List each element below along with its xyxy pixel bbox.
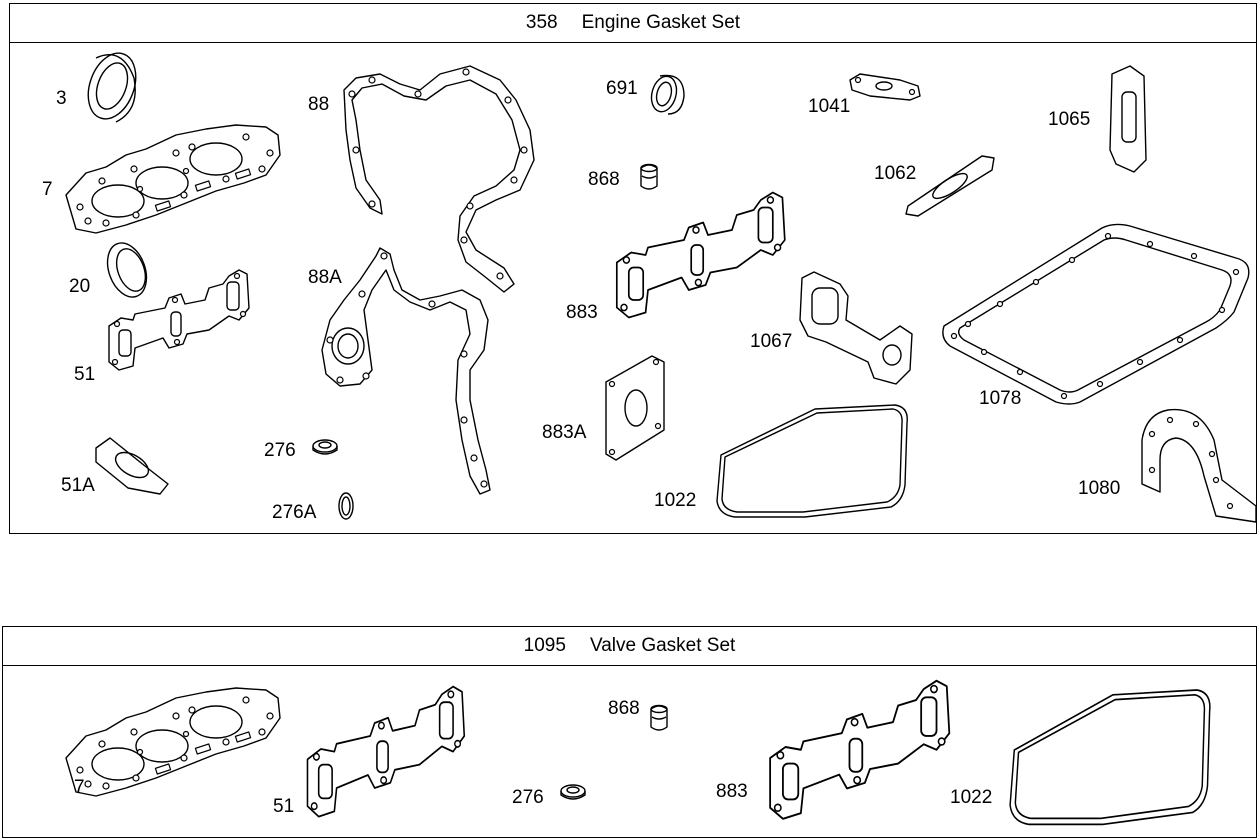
part-1080-retainer-gasket xyxy=(1141,408,1257,523)
callout-691: 691 xyxy=(606,78,638,99)
part-88a-front-plate-gasket xyxy=(321,247,491,495)
part-88-timing-gasket xyxy=(343,65,535,293)
callout-1022: 1022 xyxy=(950,787,993,808)
part-883-manifold-gasket xyxy=(769,679,951,820)
callout-1062: 1062 xyxy=(874,163,917,184)
kit-number: 1095 xyxy=(523,635,566,656)
part-868-stem-seal xyxy=(640,163,658,190)
valve-gasket-set-panel: 1095 Valve Gasket Set xyxy=(2,626,1257,838)
callout-276a: 276A xyxy=(272,502,317,523)
part-51a-port-gasket xyxy=(95,437,169,495)
valve-gasket-set-header: 1095 Valve Gasket Set xyxy=(3,627,1256,666)
callout-7: 7 xyxy=(42,179,53,200)
part-1078-oil-pan-gasket xyxy=(942,223,1250,405)
callout-1041: 1041 xyxy=(808,96,851,117)
part-1022-cover-gasket xyxy=(1009,689,1211,826)
engine-gasket-set-panel: 358 Engine Gasket Set xyxy=(9,3,1257,534)
callout-883: 883 xyxy=(716,781,748,802)
callout-276: 276 xyxy=(512,787,544,808)
callout-1078: 1078 xyxy=(979,388,1022,409)
callout-1080: 1080 xyxy=(1078,478,1121,499)
callout-51: 51 xyxy=(273,796,295,817)
part-276a-o-ring xyxy=(338,492,354,520)
callout-1067: 1067 xyxy=(750,331,793,352)
kit-title: Valve Gasket Set xyxy=(589,635,736,656)
kit-number: 358 xyxy=(525,12,558,33)
part-883-manifold-gasket xyxy=(615,191,786,319)
part-1062-oval-gasket xyxy=(905,155,995,217)
callout-7: 7 xyxy=(74,777,85,798)
callout-883a: 883A xyxy=(542,422,587,443)
part-1067-elbow-gasket xyxy=(799,271,913,385)
part-1022-cover-gasket xyxy=(716,404,908,518)
callout-1065: 1065 xyxy=(1048,109,1091,130)
callout-51a: 51A xyxy=(61,475,95,496)
callout-88: 88 xyxy=(308,94,330,115)
part-3-oil-seal xyxy=(87,52,137,123)
part-1065-port-gasket xyxy=(1109,65,1147,173)
callout-3: 3 xyxy=(56,88,67,109)
kit-title: Engine Gasket Set xyxy=(581,12,741,33)
part-691-oil-seal xyxy=(650,74,685,115)
part-20-seal-ring xyxy=(106,242,148,298)
part-276-washer xyxy=(560,784,586,800)
callout-88a: 88A xyxy=(308,267,342,288)
part-883a-flange-gasket xyxy=(605,355,665,461)
callout-1022: 1022 xyxy=(654,490,697,511)
engine-gasket-set-header: 358 Engine Gasket Set xyxy=(10,4,1256,43)
part-7-head-gasket xyxy=(65,124,281,234)
part-1041-flange-gasket xyxy=(849,73,921,101)
callout-20: 20 xyxy=(69,276,91,297)
callout-868: 868 xyxy=(608,698,640,719)
callout-868: 868 xyxy=(588,169,620,190)
part-276-washer xyxy=(312,439,338,455)
callout-276: 276 xyxy=(264,440,296,461)
callout-883: 883 xyxy=(566,302,598,323)
part-51-manifold-gasket xyxy=(306,685,466,818)
callout-51: 51 xyxy=(74,364,96,385)
part-51-manifold-gasket xyxy=(108,269,250,371)
part-868-stem-seal xyxy=(650,704,668,731)
part-7-head-gasket xyxy=(65,687,281,797)
